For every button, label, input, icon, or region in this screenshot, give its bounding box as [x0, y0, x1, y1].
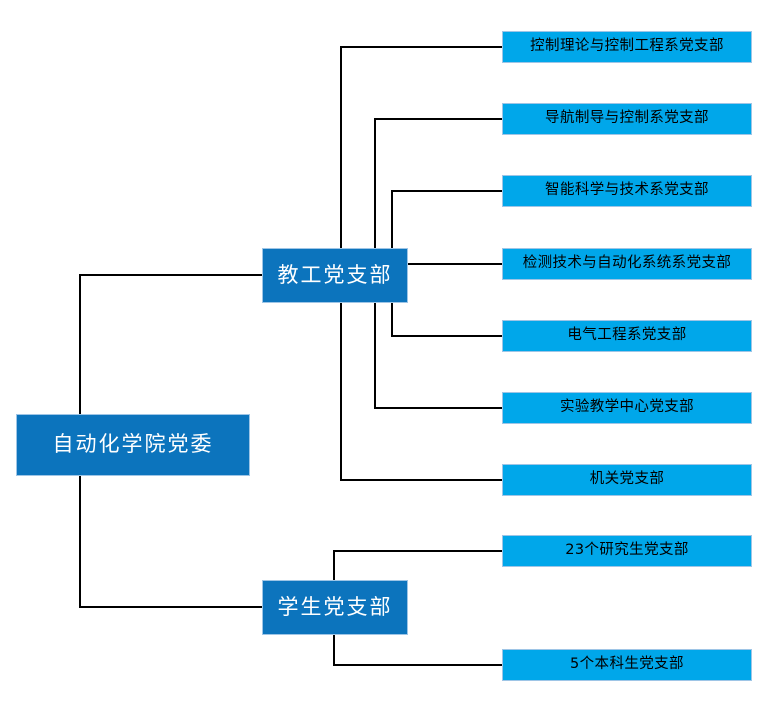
node-leaf-label: 导航制导与控制系党支部 — [545, 110, 709, 127]
node-leaf-label: 实验教学中心党支部 — [559, 399, 695, 416]
edge-faculty-leaf-3 — [391, 190, 502, 248]
node-leaf-graduate-branches[interactable]: 23个研究生党支部 — [502, 535, 752, 567]
node-leaf-control-theory[interactable]: 控制理论与控制工程系党支部 — [502, 31, 752, 63]
edge-faculty-leaf-6 — [374, 303, 502, 409]
node-leaf-label: 智能科学与技术系党支部 — [545, 182, 709, 199]
edge-student-leaf-1 — [333, 550, 502, 580]
node-leaf-navigation-guidance[interactable]: 导航制导与控制系党支部 — [502, 103, 752, 135]
edge-faculty-leaf-5 — [391, 303, 502, 337]
edge-faculty-leaf-1 — [340, 46, 502, 248]
node-leaf-label: 23个研究生党支部 — [565, 542, 689, 559]
node-leaf-electrical-engineering[interactable]: 电气工程系党支部 — [502, 320, 752, 352]
node-leaf-label: 机关党支部 — [589, 471, 665, 488]
node-branch-student-label: 学生党支部 — [277, 594, 393, 619]
node-root-label: 自动化学院党委 — [52, 432, 214, 457]
node-leaf-label: 5个本科生党支部 — [570, 656, 684, 673]
node-leaf-label: 电气工程系党支部 — [567, 327, 687, 344]
node-leaf-intelligent-science[interactable]: 智能科学与技术系党支部 — [502, 175, 752, 207]
node-leaf-undergraduate-branches[interactable]: 5个本科生党支部 — [502, 649, 752, 681]
node-leaf-experimental-teaching-center[interactable]: 实验教学中心党支部 — [502, 392, 752, 424]
node-branch-faculty-label: 教工党支部 — [277, 262, 393, 287]
node-root[interactable]: 自动化学院党委 — [16, 414, 250, 476]
edge-faculty-leaf-7 — [340, 303, 502, 481]
node-leaf-detection-automation[interactable]: 检测技术与自动化系统系党支部 — [502, 248, 752, 280]
node-leaf-administration[interactable]: 机关党支部 — [502, 464, 752, 496]
node-leaf-label: 控制理论与控制工程系党支部 — [530, 38, 724, 55]
node-branch-student[interactable]: 学生党支部 — [262, 580, 408, 635]
node-leaf-label: 检测技术与自动化系统系党支部 — [522, 255, 732, 272]
node-branch-faculty[interactable]: 教工党支部 — [262, 248, 408, 303]
edge-student-leaf-2 — [333, 635, 502, 666]
edge-faculty-leaf-2 — [374, 118, 502, 248]
